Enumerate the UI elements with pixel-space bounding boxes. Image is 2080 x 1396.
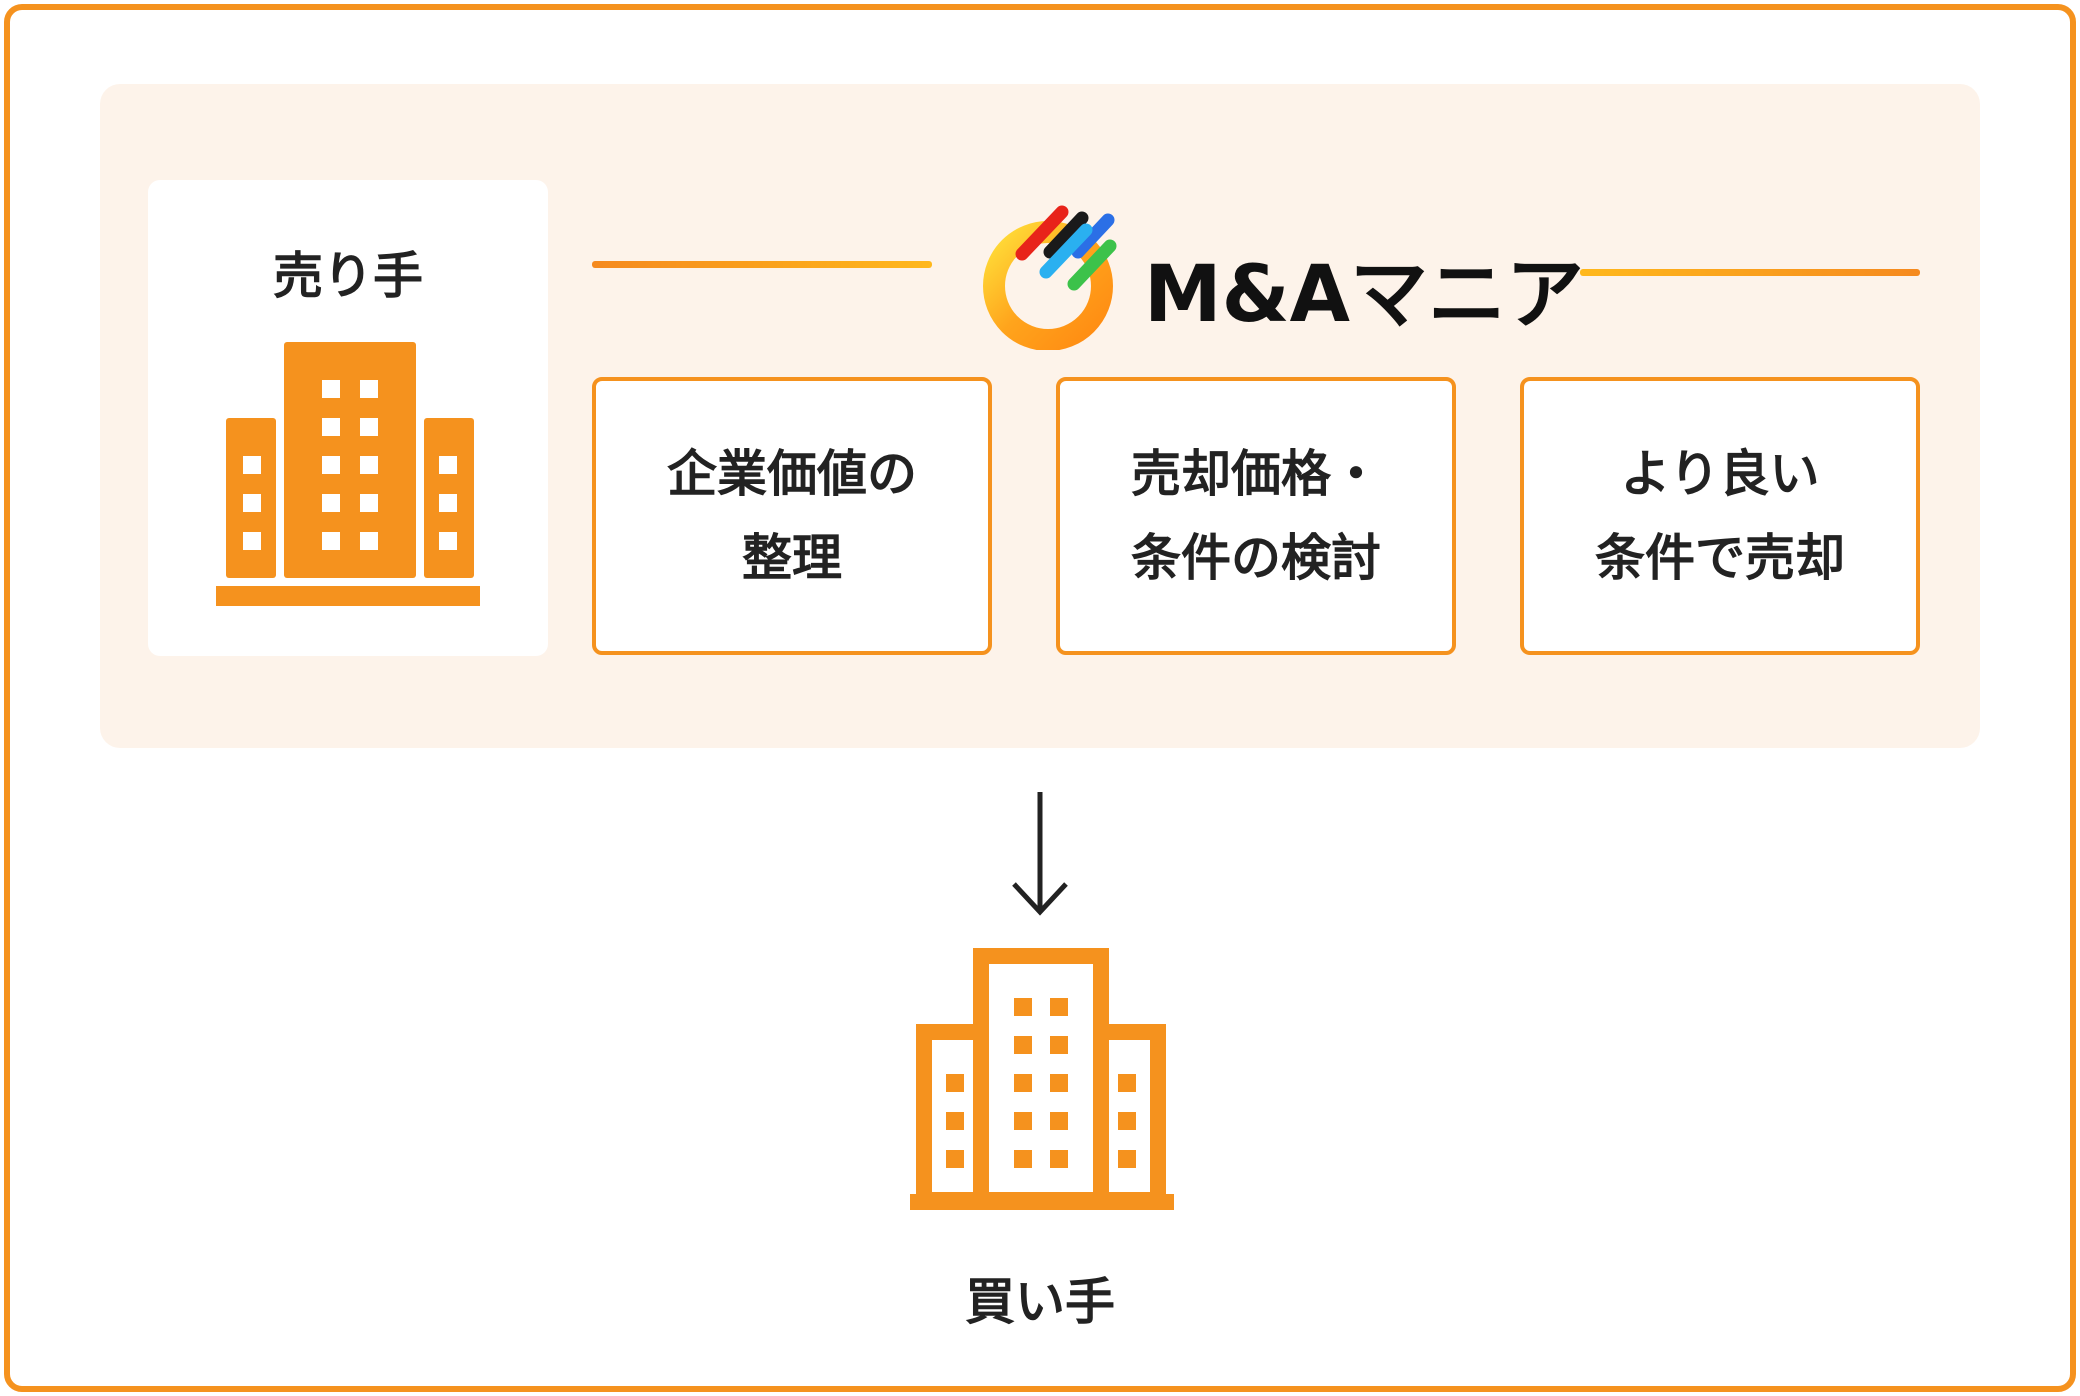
brand-logo-mark-icon	[983, 205, 1117, 350]
buyer-building-icon	[910, 948, 1174, 1210]
step-card-3: より良い 条件で売却	[1520, 377, 1920, 655]
divider-line-left	[592, 261, 932, 268]
brand-logo: M&Aマニア	[978, 190, 1584, 350]
step-3-text: より良い 条件で売却	[1595, 445, 1845, 587]
brand-logo-text: M&Aマニア	[1144, 250, 1585, 340]
step-1-text: 企業価値の 整理	[667, 445, 917, 587]
step-2-text: 売却価格・ 条件の検討	[1131, 445, 1381, 587]
seller-label: 売り手	[273, 247, 423, 305]
down-arrow-icon	[1012, 792, 1068, 916]
step-card-2: 売却価格・ 条件の検討	[1056, 377, 1456, 655]
step-card-1: 企業価値の 整理	[592, 377, 992, 655]
seller-card: 売り手	[148, 180, 548, 656]
seller-building-icon	[216, 342, 480, 606]
buyer-label: 買い手	[965, 1273, 1115, 1331]
divider-line-right	[1580, 269, 1920, 276]
